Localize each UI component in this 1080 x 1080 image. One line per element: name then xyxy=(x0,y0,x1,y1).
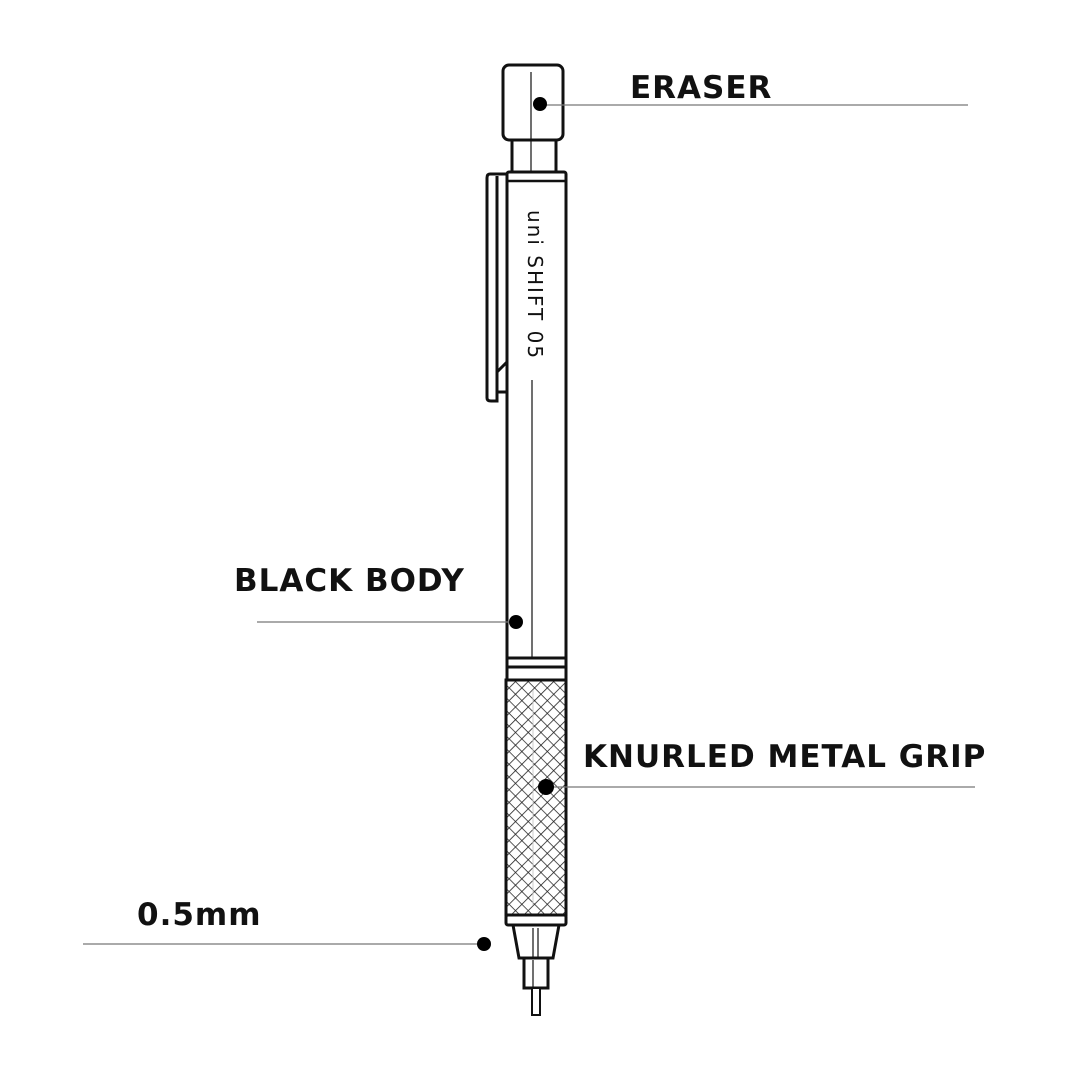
knurled-grip xyxy=(504,678,568,927)
callout-dot xyxy=(509,615,523,629)
eraser xyxy=(501,63,565,174)
callout-body: BLACK BODY xyxy=(234,563,523,629)
pencil-tip xyxy=(511,923,561,1016)
label-eraser: ERASER xyxy=(630,70,772,106)
callout-dot xyxy=(477,937,491,951)
callout-lead: 0.5mm xyxy=(83,897,491,951)
label-body: BLACK BODY xyxy=(234,563,465,599)
pencil-illustration: uni SHIFT 05 xyxy=(485,63,568,1016)
callout-dot xyxy=(538,779,554,795)
brand-text: uni SHIFT 05 xyxy=(523,210,547,360)
callout-grip: KNURLED METAL GRIP xyxy=(538,739,986,795)
label-grip: KNURLED METAL GRIP xyxy=(583,739,986,775)
pocket-clip xyxy=(485,172,509,403)
callout-eraser: ERASER xyxy=(533,70,968,111)
callout-dot xyxy=(533,97,547,111)
pencil-body: uni SHIFT 05 xyxy=(505,170,568,682)
label-lead-size: 0.5mm xyxy=(137,897,262,933)
